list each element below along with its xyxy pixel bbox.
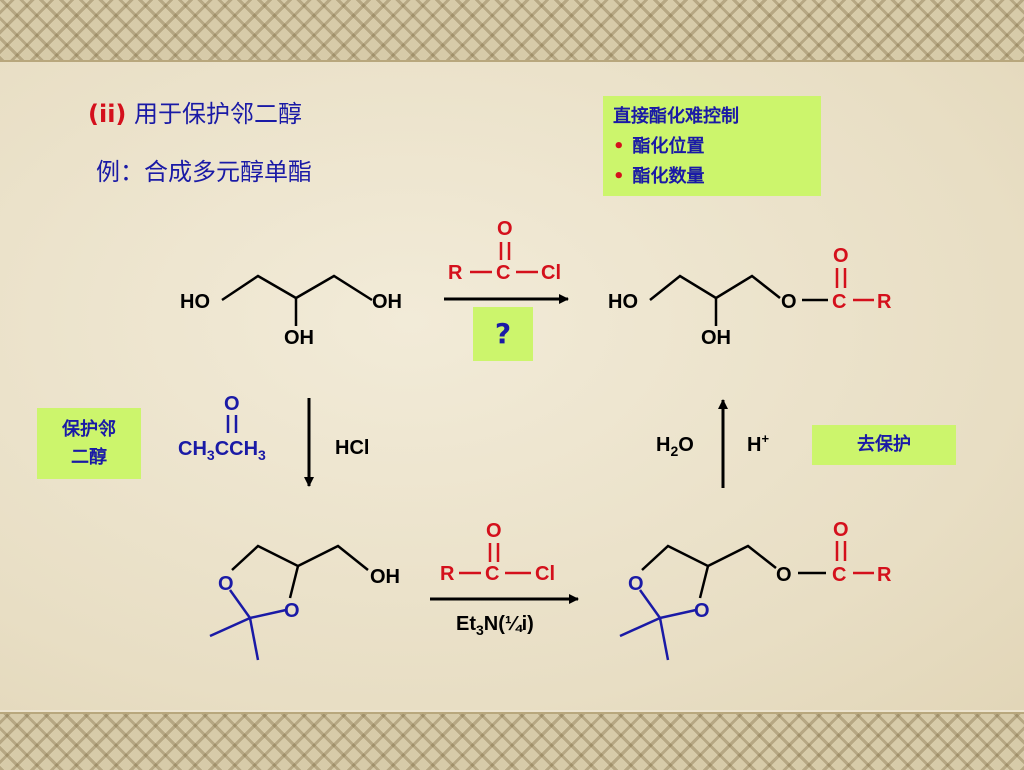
acyl-chloride-bottom-cl: Cl	[535, 563, 555, 585]
acetonide-ester-carbonyl-o: O	[833, 519, 849, 541]
acyl-chloride-bottom-bonds	[459, 543, 531, 575]
monoester-ester-o: O	[781, 291, 797, 313]
acetone-formula: CH3CCH3	[178, 438, 266, 463]
acetonide-oh: OH	[370, 566, 400, 588]
slide-background	[0, 62, 1024, 710]
question-box: ?	[473, 307, 533, 361]
acyl-chloride-top-cl: Cl	[541, 262, 561, 284]
glycerol-ho-left: HO	[180, 291, 210, 313]
acyl-chloride-bottom-r: R	[440, 563, 455, 585]
acetonide-ring-bonds	[209, 589, 287, 661]
acyl-chloride-bottom-c: C	[485, 563, 499, 585]
hcl-reagent: HCl	[335, 437, 369, 459]
acetonide-molecule	[231, 544, 369, 599]
acetonide-ester-carbonyl-c: C	[832, 564, 846, 586]
acetonide-ester-ring-bonds	[619, 589, 697, 661]
monoester-product	[649, 274, 828, 326]
base-reagent: Et3N(¼i)	[456, 613, 534, 638]
glycerol-oh-middle: OH	[284, 327, 314, 349]
acid-reagent: H+	[747, 431, 769, 456]
acetone-o: O	[224, 393, 240, 415]
acyl-chloride-top-r: R	[448, 262, 463, 284]
protect-diol-label: 保护邻 二醇	[37, 408, 141, 479]
acetonide-ester-o-left: O	[628, 573, 644, 595]
monoester-carbonyl-c: C	[832, 291, 846, 313]
note-bullet-2: •酯化数量	[613, 166, 705, 187]
section-heading: (ii) 用于保护邻二醇	[88, 94, 302, 129]
bullet-icon: •	[613, 166, 625, 187]
acetonide-ester-r: R	[877, 564, 892, 586]
bullet-icon: •	[613, 136, 625, 157]
top-decorative-border	[0, 0, 1024, 62]
acetonide-ester-o-right: O	[694, 600, 710, 622]
acetonide-ester-o: O	[776, 564, 792, 586]
acyl-chloride-bottom-o: O	[486, 520, 502, 542]
note-bullet-1: •酯化位置	[613, 136, 705, 157]
section-number: (ii)	[88, 100, 127, 128]
acyl-chloride-top-o: O	[497, 218, 513, 240]
acetonide-o-right: O	[284, 600, 300, 622]
example-caption: 例：合成多元醇单酯	[96, 158, 312, 186]
monoester-oh: OH	[701, 327, 731, 349]
acyl-chloride-top-c: C	[496, 262, 510, 284]
acyl-chloride-top-bonds	[470, 242, 538, 274]
acetonide-ester-carbonyl-bonds	[835, 541, 874, 575]
monoester-carbonyl-o: O	[833, 245, 849, 267]
acetone-carbonyl-bond	[226, 415, 238, 433]
glycerol-molecule	[221, 274, 373, 326]
water-reagent: H2O	[656, 434, 694, 459]
monoester-carbonyl-bonds	[835, 268, 874, 302]
note-title: 直接酯化难控制	[613, 106, 739, 127]
section-title: 用于保护邻二醇	[134, 100, 303, 128]
bottom-decorative-border	[0, 712, 1024, 770]
note-box: 直接酯化难控制 •酯化位置 •酯化数量	[603, 96, 821, 196]
acetonide-ester-molecule	[641, 544, 826, 599]
monoester-ho: HO	[608, 291, 638, 313]
monoester-r: R	[877, 291, 892, 313]
deprotect-label: 去保护	[812, 425, 956, 465]
glycerol-oh-right: OH	[372, 291, 402, 313]
acetonide-o-left: O	[218, 573, 234, 595]
